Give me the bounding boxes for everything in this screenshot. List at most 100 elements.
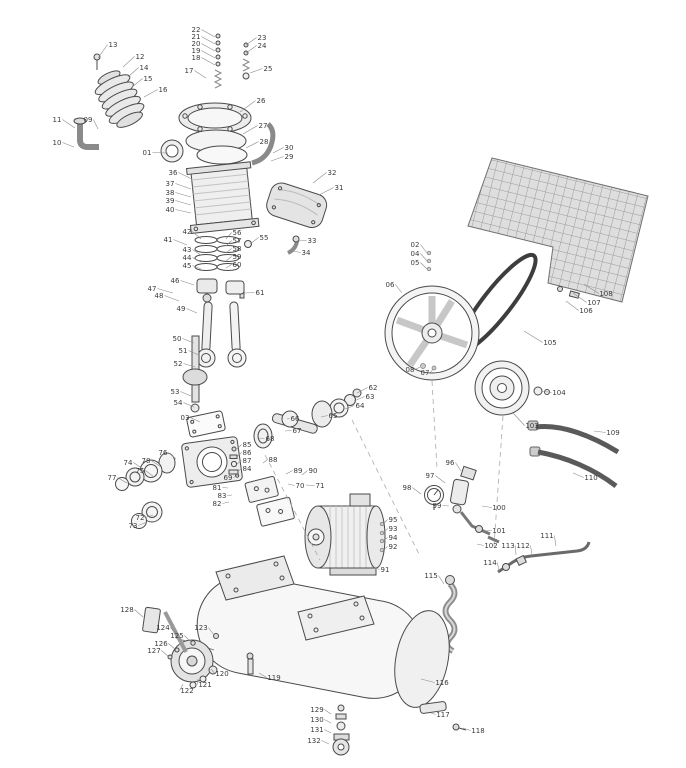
part-label-22: 22 <box>192 26 201 34</box>
leader-line-101 <box>482 530 492 532</box>
leader-line-122 <box>179 683 184 691</box>
leader-line-115 <box>438 575 445 585</box>
part-label-48: 48 <box>155 292 164 300</box>
part-label-61: 61 <box>256 289 265 297</box>
leader-line-102 <box>476 543 484 546</box>
leader-line-43 <box>192 249 202 256</box>
drain-parts-drawing <box>335 704 347 731</box>
leader-line-104 <box>540 390 552 393</box>
part-label-60: 60 <box>233 261 242 269</box>
leader-line-67 <box>284 430 292 432</box>
leader-line-71 <box>305 484 315 486</box>
leader-line-17 <box>194 70 207 79</box>
part-label-75: 75 <box>136 467 145 475</box>
axle-bolt-drawing <box>189 652 254 689</box>
part-label-18: 18 <box>192 54 201 62</box>
leader-line-51 <box>188 350 200 356</box>
cylinder-drawing <box>185 161 260 234</box>
part-label-127: 127 <box>147 647 160 655</box>
leader-line-54 <box>183 402 195 408</box>
leader-line-96 <box>455 462 462 472</box>
discharge-pipe-drawing <box>497 541 591 574</box>
leader-line-117 <box>430 712 436 715</box>
leader-line-132 <box>321 740 330 745</box>
part-label-73: 73 <box>129 522 138 530</box>
part-label-108: 108 <box>599 290 612 298</box>
part-label-29: 29 <box>285 153 294 161</box>
leader-line-130 <box>324 719 332 724</box>
part-label-58: 58 <box>233 245 242 253</box>
leader-line-55 <box>249 237 259 245</box>
leader-line-70 <box>287 483 295 486</box>
leader-line-110 <box>572 472 584 478</box>
leader-line-25 <box>249 68 263 74</box>
leader-line-63 <box>353 396 365 402</box>
motor-drawing <box>304 493 386 576</box>
hose-110-drawing <box>529 446 618 488</box>
part-label-82: 82 <box>213 500 222 508</box>
part-label-30: 30 <box>285 144 294 152</box>
leader-line-09 <box>93 119 99 130</box>
leader-line-13 <box>97 44 108 59</box>
leader-line-91 <box>372 566 380 570</box>
part-label-70: 70 <box>296 482 305 490</box>
part-label-57: 57 <box>233 237 242 245</box>
crankcase-drawing <box>181 436 243 488</box>
part-label-05: 05 <box>411 259 420 267</box>
leader-line-116 <box>420 678 435 683</box>
part-label-38: 38 <box>166 189 175 197</box>
part-label-103: 103 <box>525 422 538 430</box>
leader-line-56 <box>225 232 232 240</box>
part-label-10: 10 <box>53 139 62 147</box>
leader-line-111 <box>554 535 557 547</box>
leader-line-08 <box>415 366 421 370</box>
leader-line-69 <box>233 474 239 478</box>
part-label-98: 98 <box>403 484 412 492</box>
leader-line-123 <box>208 627 215 636</box>
part-label-87: 87 <box>243 457 252 465</box>
part-label-124: 124 <box>156 624 170 632</box>
part-label-14: 14 <box>140 64 149 72</box>
leader-line-11 <box>62 119 76 129</box>
leader-line-113 <box>515 545 517 556</box>
leader-line-83 <box>227 494 233 496</box>
leader-line-97 <box>435 475 446 484</box>
part-label-71: 71 <box>316 482 325 490</box>
flywheel-drawing <box>384 250 480 381</box>
motor-bolts-drawing <box>379 521 385 553</box>
leader-line-124 <box>170 627 178 635</box>
part-label-15: 15 <box>144 75 153 83</box>
sight-glass-drawing <box>160 139 184 163</box>
alignment-dashes <box>264 380 504 561</box>
leader-line-50 <box>182 338 195 344</box>
leader-line-86 <box>236 452 242 458</box>
part-label-04: 04 <box>411 250 420 258</box>
part-label-19: 19 <box>192 47 201 55</box>
leader-line-42 <box>192 231 202 240</box>
part-label-90: 90 <box>309 467 318 475</box>
pulley-drawing <box>474 360 550 416</box>
leader-line-23 <box>245 37 257 46</box>
leader-line-60 <box>225 264 232 269</box>
part-label-03: 03 <box>181 414 190 422</box>
part-label-62: 62 <box>369 384 378 392</box>
part-label-56: 56 <box>233 229 242 237</box>
leader-line-108 <box>583 283 599 294</box>
leader-line-15 <box>131 78 143 88</box>
part-label-54: 54 <box>174 399 183 407</box>
leader-line-05 <box>420 262 428 270</box>
caster-drawing <box>332 733 350 756</box>
part-label-59: 59 <box>233 253 242 261</box>
part-label-77: 77 <box>108 474 117 482</box>
leader-line-106 <box>565 300 579 311</box>
leader-line-21 <box>201 36 216 45</box>
part-label-01: 01 <box>143 149 152 157</box>
connecting-rod-drawing <box>196 301 247 368</box>
leader-line-107 <box>572 292 587 303</box>
crankcase-gasket-drawing <box>186 410 226 438</box>
leader-line-27 <box>242 125 258 135</box>
part-label-34: 34 <box>302 249 311 257</box>
cylinder-head-drawing <box>178 102 252 165</box>
leader-line-100 <box>481 505 492 508</box>
part-label-64: 64 <box>356 402 365 410</box>
